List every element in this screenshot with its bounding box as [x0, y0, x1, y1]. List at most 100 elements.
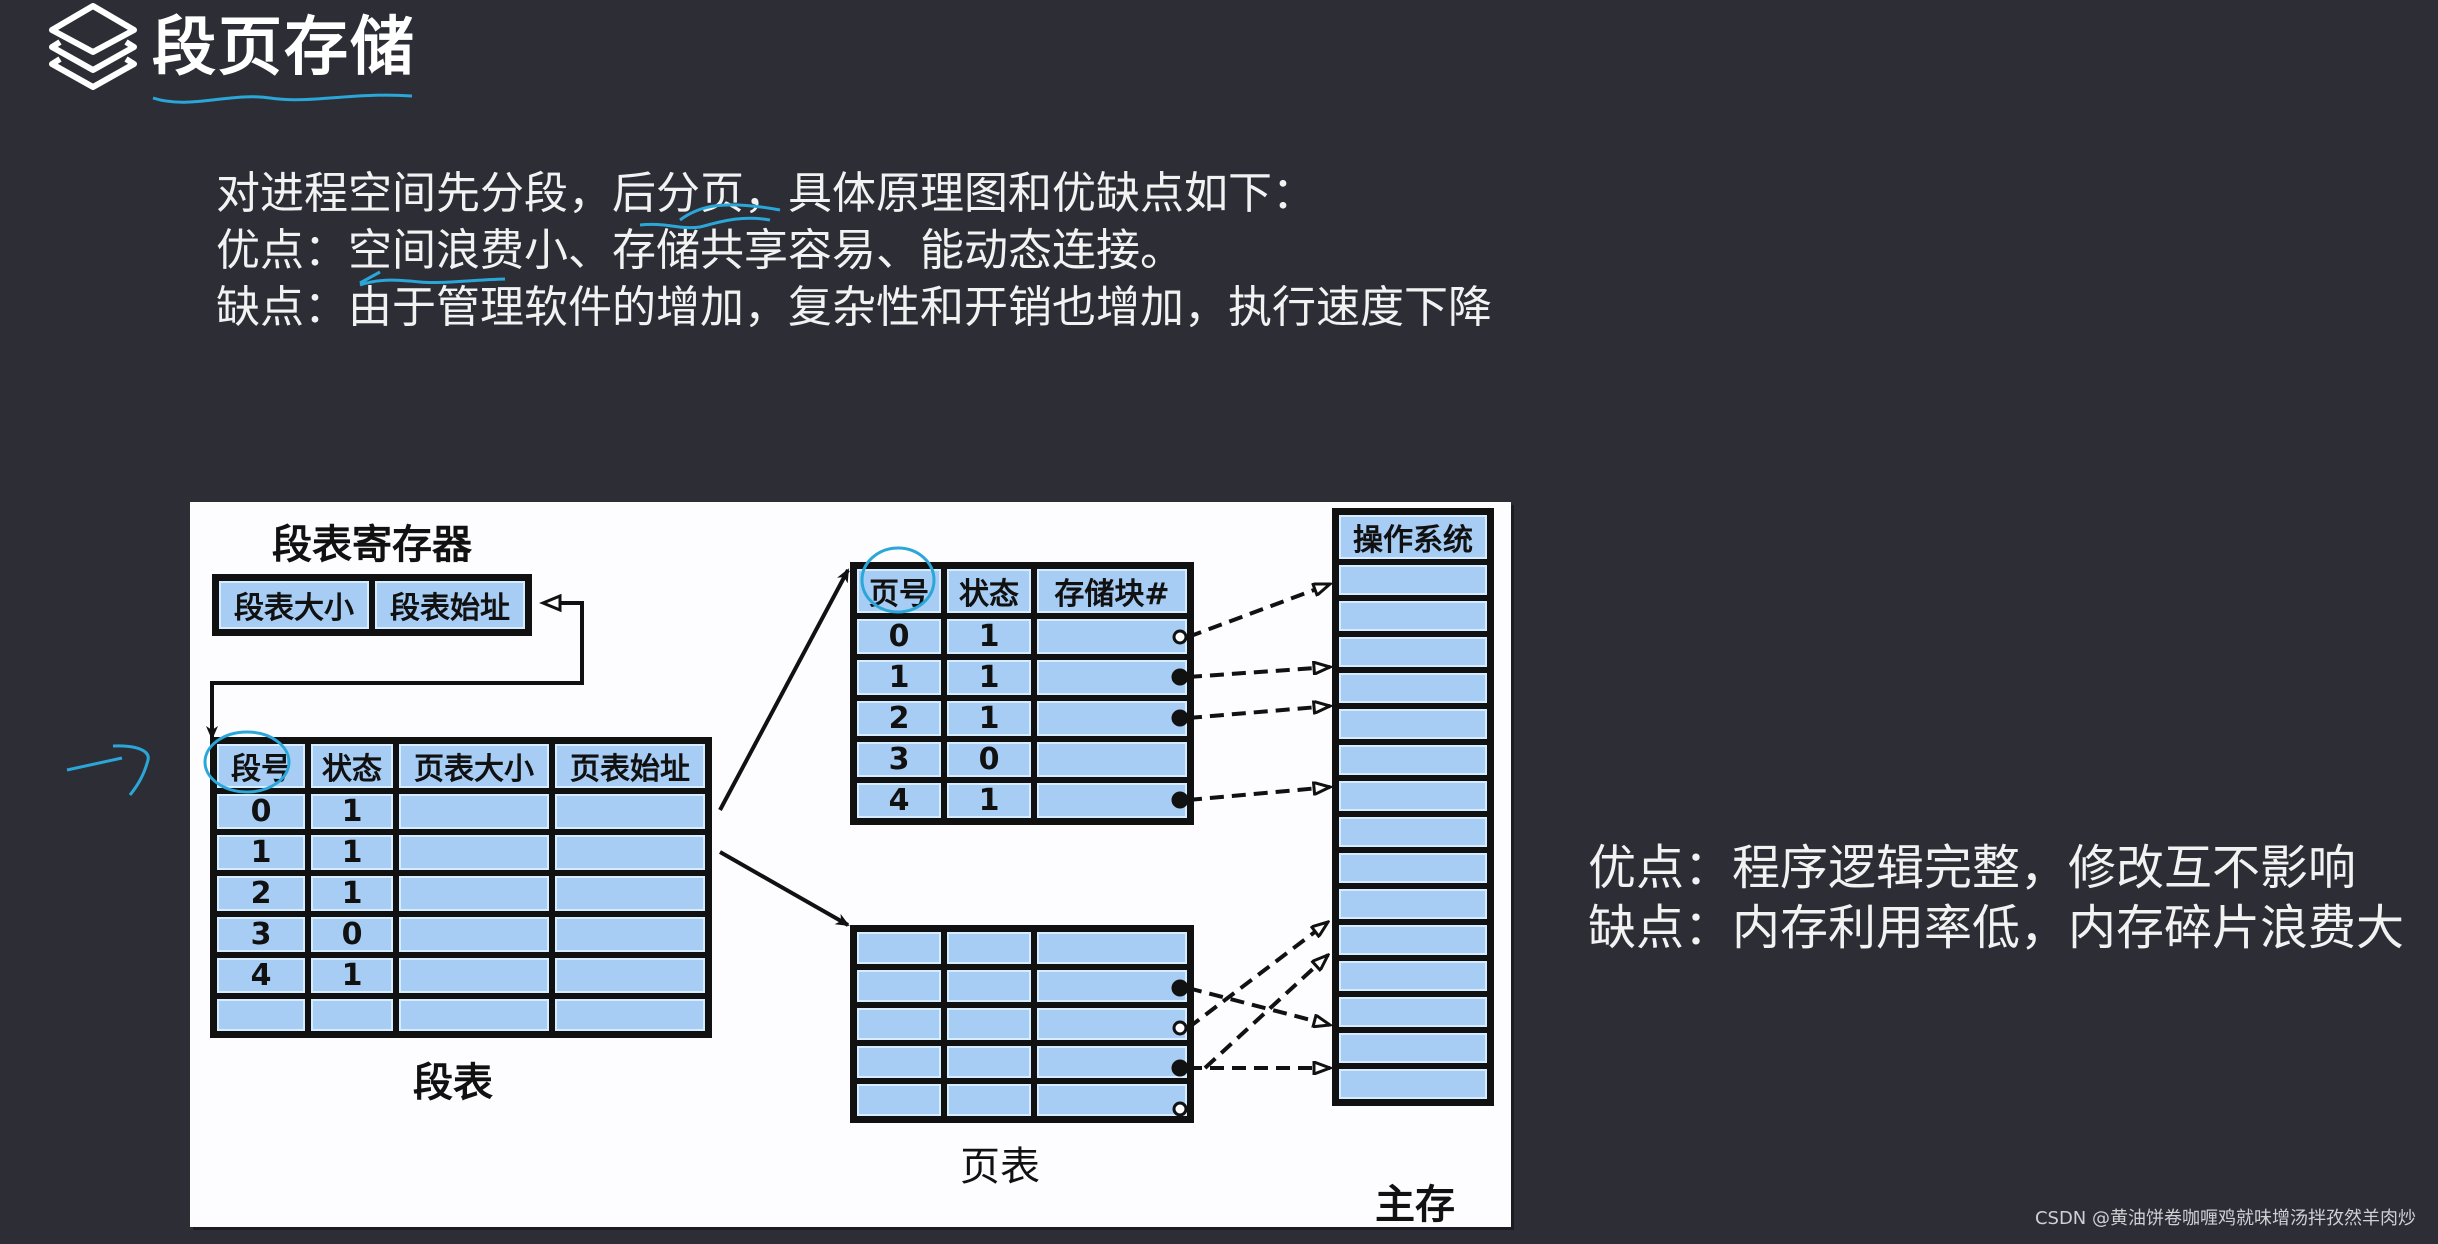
cell: 1: [308, 873, 396, 914]
segment-register-label: 段表寄存器: [272, 522, 472, 568]
watermark-credit: CSDN @黄油饼卷咖喱鸡就味增汤拌孜然羊肉炒: [2034, 1208, 2416, 1229]
cell: 0: [308, 914, 396, 955]
cell: [396, 996, 552, 1034]
memory-block: [1336, 994, 1490, 1030]
memory-block: [1336, 778, 1490, 814]
header-page-table-size: 页表大小: [396, 741, 552, 791]
cell: [1034, 616, 1190, 657]
table-row: [854, 929, 1190, 967]
segment-table-label: 段表: [413, 1060, 493, 1106]
cell: [396, 955, 552, 996]
main-memory-label: 主存: [1375, 1182, 1455, 1228]
cell: [552, 791, 708, 832]
title-underline-annotation: [152, 93, 413, 104]
cell: 1: [308, 832, 396, 873]
cell: 1: [308, 955, 396, 996]
table-row: [854, 967, 1190, 1005]
cell: 0: [944, 739, 1034, 780]
memory-block: [1336, 1066, 1490, 1102]
memory-block: [1336, 1030, 1490, 1066]
cell: [552, 832, 708, 873]
cell: 1: [944, 657, 1034, 698]
side-summary: 优点：程序逻辑完整，修改互不影响 缺点：内存利用率低，内存碎片浪费大: [1588, 838, 2404, 958]
page-title: 段页存储: [152, 11, 416, 85]
cell: 3: [854, 739, 944, 780]
cell: 1: [214, 832, 308, 873]
header-storage-block: 存储块#: [1034, 566, 1190, 616]
cell: [944, 1005, 1034, 1043]
segment-register-size-cell: 段表大小: [216, 578, 372, 632]
cell: [1034, 739, 1190, 780]
cell: [1034, 698, 1190, 739]
memory-block: [1336, 634, 1490, 670]
cell: [1034, 1081, 1190, 1119]
page-table-label: 页表: [960, 1144, 1040, 1190]
cell: [854, 929, 944, 967]
cell: 2: [214, 873, 308, 914]
memory-block: [1336, 598, 1490, 634]
cell: [944, 929, 1034, 967]
cell: [854, 967, 944, 1005]
side-advantages: 优点：程序逻辑完整，修改互不影响: [1588, 840, 2357, 896]
cell: [552, 914, 708, 955]
cell: [1034, 1005, 1190, 1043]
segment-register-base-cell: 段表始址: [372, 578, 528, 632]
cell: 0: [214, 791, 308, 832]
intro-line-advantages: 优点：空间浪费小、存储共享容易、能动态连接。: [216, 225, 1184, 276]
cell: [854, 1043, 944, 1081]
cell: [944, 1043, 1034, 1081]
cell: [944, 1081, 1034, 1119]
cell: [1034, 1043, 1190, 1081]
cell: [1034, 967, 1190, 1005]
cell: [552, 996, 708, 1034]
cell: 4: [854, 780, 944, 821]
cell: [1034, 929, 1190, 967]
header-segment-number: 段号: [214, 741, 308, 791]
main-memory-os-block: 操作系统: [1336, 512, 1490, 562]
header-status: 状态: [308, 741, 396, 791]
side-disadvantages: 缺点：内存利用率低，内存碎片浪费大: [1588, 900, 2405, 956]
cell: [214, 996, 308, 1034]
page-table-1-header: 页号 状态 存储块#: [854, 566, 1190, 616]
intro-line-1: 对进程空间先分段，后分页，具体原理图和优缺点如下：: [216, 168, 1316, 219]
table-row: [854, 1081, 1190, 1119]
cell: 3: [214, 914, 308, 955]
cell: [944, 967, 1034, 1005]
cell: [1034, 780, 1190, 821]
cell: [396, 873, 552, 914]
cell: 1: [944, 616, 1034, 657]
cell: [396, 832, 552, 873]
header-page-number: 页号: [854, 566, 944, 616]
memory-block: [1336, 922, 1490, 958]
cell: 1: [944, 698, 1034, 739]
memory-block: [1336, 742, 1490, 778]
cell: [308, 996, 396, 1034]
main-memory: 操作系统: [1332, 508, 1494, 1106]
intro-line-disadvantages: 缺点：由于管理软件的增加，复杂性和开销也增加，执行速度下降: [216, 282, 1492, 333]
table-row: [854, 1005, 1190, 1043]
cell: 1: [944, 780, 1034, 821]
header-page-table-base: 页表始址: [552, 741, 708, 791]
memory-block: [1336, 958, 1490, 994]
cell: [1034, 657, 1190, 698]
cell: 4: [214, 955, 308, 996]
cell: [396, 914, 552, 955]
header-status: 状态: [944, 566, 1034, 616]
memory-block: [1336, 670, 1490, 706]
layers-icon: [49, 3, 137, 90]
memory-block: [1336, 850, 1490, 886]
cell: 1: [308, 791, 396, 832]
table-row: [854, 1043, 1190, 1081]
segment-register: 段表大小 段表始址: [212, 574, 532, 636]
memory-block: [1336, 562, 1490, 598]
